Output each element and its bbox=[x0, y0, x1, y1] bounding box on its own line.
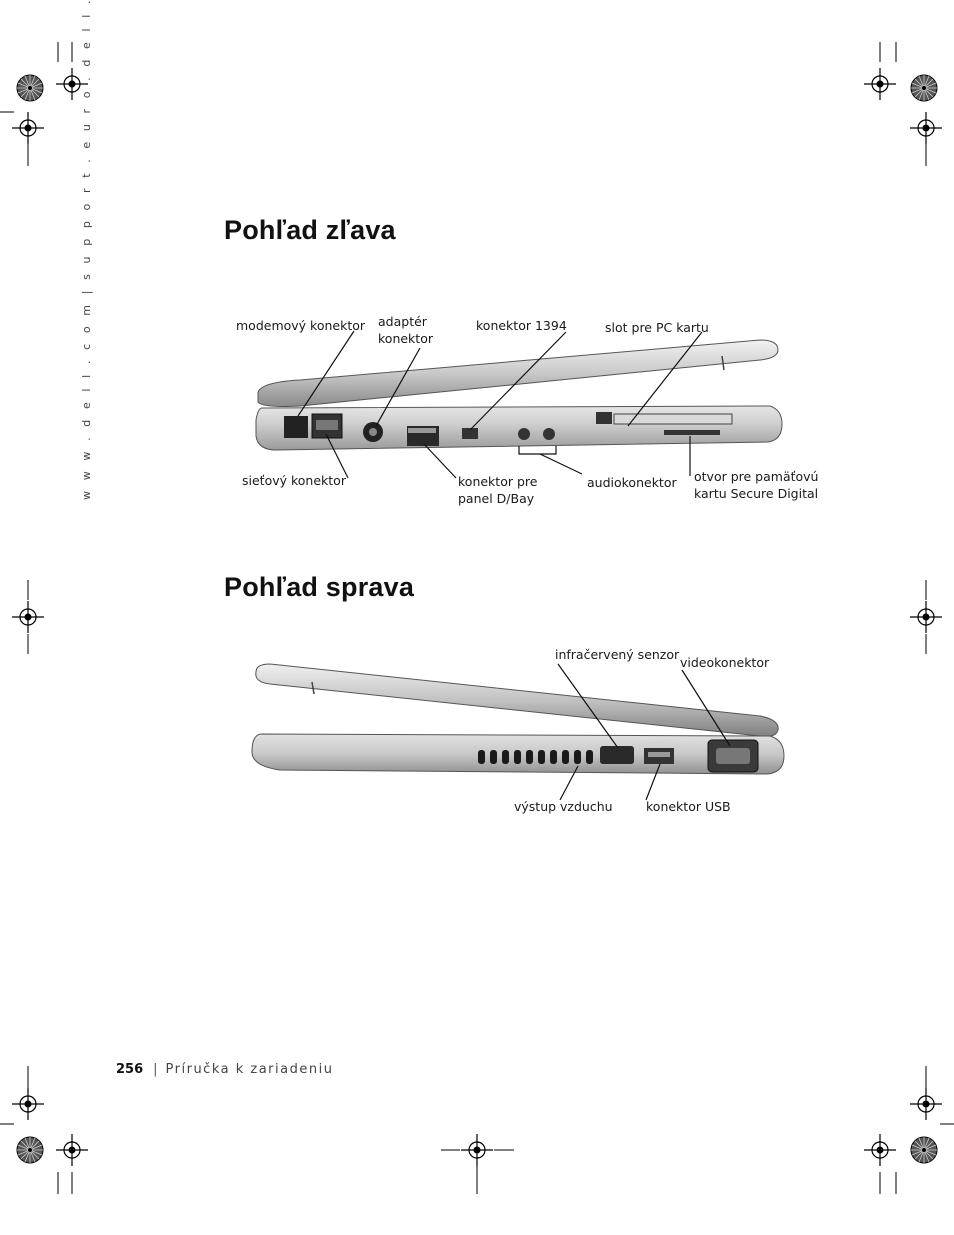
label-pc-card-slot: slot pre PC kartu bbox=[605, 320, 709, 335]
label-adapter-line1: adaptér bbox=[378, 314, 427, 329]
label-adapter-line2: konektor bbox=[378, 331, 433, 346]
label-network-connector: sieťový konektor bbox=[242, 473, 346, 488]
page-footer: 256 | Príručka k zariadeniu bbox=[116, 1062, 333, 1077]
modem-port bbox=[284, 416, 308, 438]
label-video-connector: videokonektor bbox=[680, 655, 770, 670]
label-air-outlet: výstup vzduchu bbox=[514, 799, 613, 814]
footer-title: Príručka k zariadeniu bbox=[165, 1062, 334, 1077]
label-usb-connector: konektor USB bbox=[646, 799, 731, 814]
label-sd-line1: otvor pre pamäťovú bbox=[694, 469, 819, 484]
section-title-right: Pohľad sprava bbox=[224, 572, 415, 602]
label-sd-line2: kartu Secure Digital bbox=[694, 486, 819, 501]
label-1394-connector: konektor 1394 bbox=[476, 318, 567, 333]
label-audio-connector: audiokonektor bbox=[587, 475, 677, 490]
section-title-left: Pohľad zľava bbox=[224, 215, 396, 245]
label-modem-connector: modemový konektor bbox=[236, 318, 366, 333]
page-number: 256 bbox=[116, 1062, 144, 1077]
label-dbay-line2: panel D/Bay bbox=[458, 491, 535, 506]
label-dbay-line1: konektor pre bbox=[458, 474, 538, 489]
footer-separator: | bbox=[153, 1062, 158, 1077]
label-infrared-sensor: infračervený senzor bbox=[555, 647, 680, 662]
